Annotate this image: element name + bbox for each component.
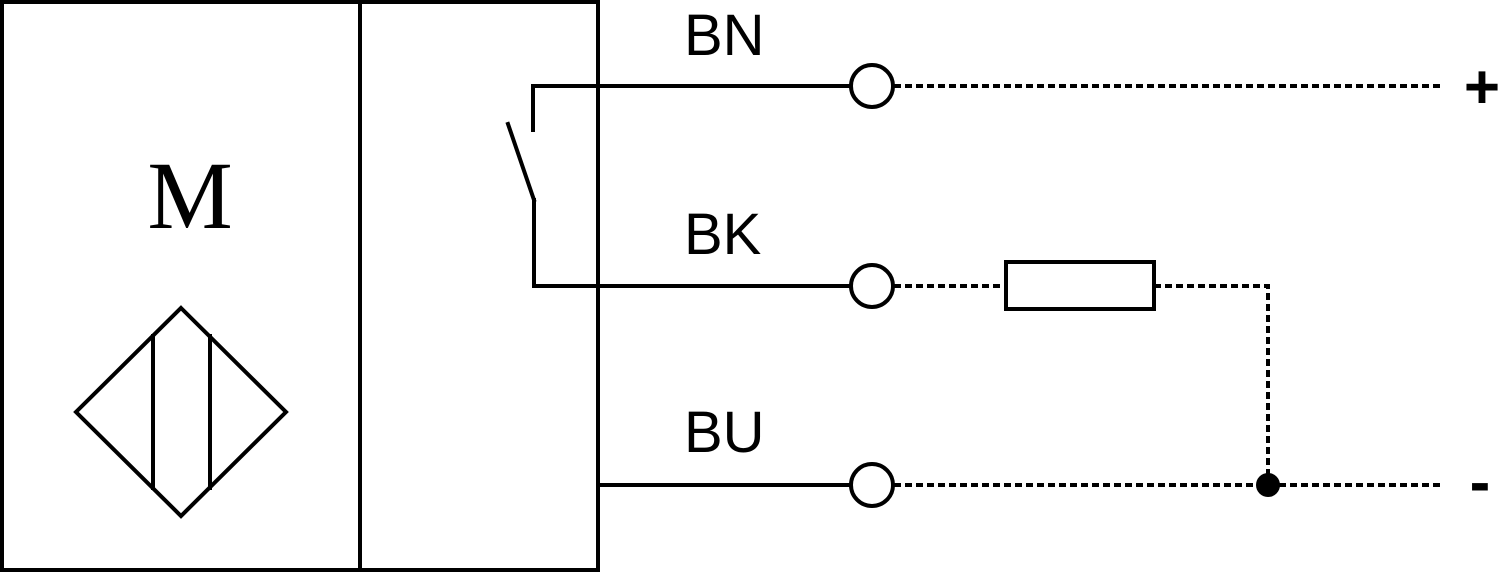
inductive-sensor-coil-icon — [73, 305, 289, 519]
wire-label-bn: BN — [684, 3, 765, 68]
positive-pole-label: + — [1464, 53, 1500, 122]
terminal-bk — [849, 263, 895, 309]
junction-dot — [1256, 473, 1280, 497]
negative-pole-label: - — [1470, 448, 1491, 517]
sensor-letter: M — [147, 142, 232, 249]
switch-contact — [505, 84, 600, 288]
sensor-housing — [0, 0, 600, 572]
load-resistor — [1004, 260, 1156, 311]
terminal-bn — [849, 63, 895, 109]
terminal-bu — [849, 462, 895, 508]
wire-label-bu: BU — [684, 400, 765, 465]
dashed-line-load-to-negative — [1154, 284, 1270, 485]
wire-label-bk: BK — [684, 202, 762, 267]
